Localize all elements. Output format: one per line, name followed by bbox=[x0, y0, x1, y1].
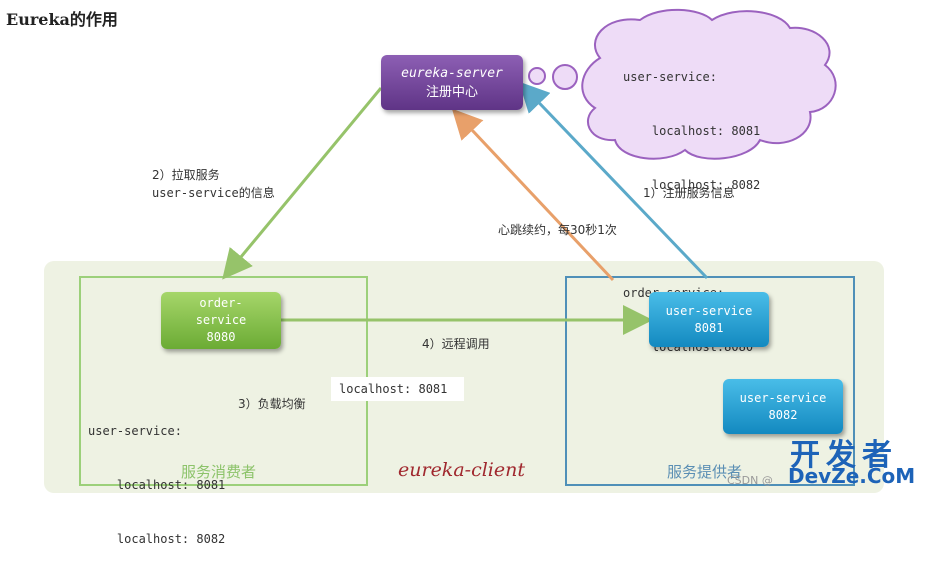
cloud-bubble-small bbox=[528, 67, 546, 85]
diagram-connectors bbox=[222, 8, 837, 335]
cloud-bubble-large bbox=[552, 64, 578, 90]
pull-label-line1: 2）拉取服务 bbox=[152, 168, 220, 182]
cloud-line: localhost: 8081 bbox=[623, 124, 761, 138]
watermark-domain: DevZe.CoM bbox=[788, 464, 916, 488]
provider-label: 服务提供者 bbox=[667, 463, 743, 481]
page-title: Eureka的作用 bbox=[6, 10, 118, 29]
register-label: 1）注册服务信息 bbox=[643, 186, 735, 200]
user-service-8081-node[interactable]: user-service 8081 bbox=[649, 292, 769, 347]
consumer-label: 服务消费者 bbox=[181, 463, 257, 481]
remote-call-label: 4）远程调用 bbox=[422, 337, 490, 351]
eureka-server-node[interactable]: eureka-server 注册中心 bbox=[381, 55, 523, 110]
user2-line2: 8082 bbox=[768, 407, 798, 422]
pull-arrow bbox=[222, 87, 383, 280]
load-balance-label: 3）负载均衡 bbox=[238, 397, 306, 411]
provider-region bbox=[565, 276, 855, 486]
pull-label-line2: user-service的信息 bbox=[152, 186, 275, 200]
csdn-watermark: CSDN @ bbox=[727, 474, 773, 487]
cloud-line: localhost: 8082 bbox=[623, 178, 761, 192]
register-arrow bbox=[518, 81, 709, 280]
user1-line1: user-service bbox=[665, 303, 753, 318]
cloud-line: user-service: bbox=[623, 70, 717, 84]
consumer-list-line: localhost: 8081 bbox=[88, 478, 226, 492]
eureka-client-label: eureka-client bbox=[398, 459, 525, 481]
user2-line1: user-service bbox=[739, 390, 827, 405]
order-service-node[interactable]: order- service 8080 bbox=[161, 292, 281, 349]
order-node-line3: 8080 bbox=[206, 330, 236, 344]
server-subtitle: 注册中心 bbox=[425, 84, 478, 100]
consumer-list-line: user-service: bbox=[88, 424, 182, 438]
user-service-8082-node[interactable]: user-service 8082 bbox=[723, 379, 843, 434]
order-node-line1: order- bbox=[199, 296, 243, 310]
server-name: eureka-server bbox=[401, 65, 503, 81]
pull-label: 2）拉取服务 user-service的信息 bbox=[152, 166, 275, 202]
cloud-shape bbox=[581, 8, 837, 160]
selected-instance: localhost: 8081 bbox=[331, 377, 464, 401]
order-node-line2: service bbox=[195, 313, 247, 327]
consumer-list-line: localhost: 8082 bbox=[88, 532, 226, 546]
watermark-brand: 开发者 bbox=[790, 438, 898, 473]
cloud-line bbox=[623, 230, 760, 248]
heartbeat-label: 心跳续约，每30秒1次 bbox=[498, 223, 617, 237]
heartbeat-arrow bbox=[451, 108, 615, 282]
user1-line2: 8081 bbox=[694, 320, 724, 335]
